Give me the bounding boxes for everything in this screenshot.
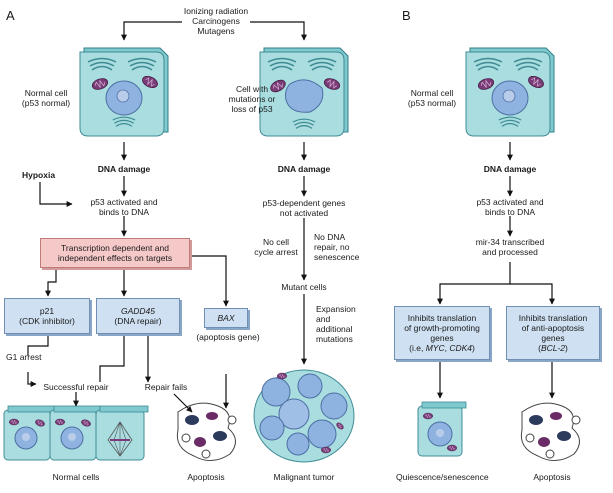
no-repair-label: No DNA repair, no senescence — [314, 232, 360, 263]
successful-repair-label: Successful repair — [43, 382, 109, 392]
quiescence-cell-illustration — [417, 401, 467, 457]
quiescence-label: Quiescence/senescence — [396, 472, 489, 482]
normal-cells-label: Normal cells — [52, 472, 100, 482]
apoptosis-label-b: Apoptosis — [533, 472, 571, 482]
transcription-effects-box: Transcription dependent and independent … — [40, 238, 190, 268]
mutant-cell-label: Cell with mutations or loss of p53 — [228, 84, 276, 115]
malignant-tumor-illustration — [253, 369, 355, 463]
p53-activated-label-b: p53 activated and binds to DNA — [476, 197, 544, 218]
mir34-label: mir-34 transcribed and processed — [475, 237, 545, 258]
repair-fails-label: Repair fails — [144, 382, 188, 392]
malignant-tumor-label: Malignant tumor — [273, 472, 335, 482]
dna-damage-label-a: DNA damage — [97, 164, 151, 174]
no-cycle-arrest-label: No cell cycle arrest — [254, 237, 298, 258]
panel-label-b: B — [402, 8, 411, 23]
normal-cell-illustration-b — [465, 47, 555, 137]
normal-cell-label-a: Normal cell (p53 normal) — [21, 88, 71, 109]
panel-label-a: A — [6, 8, 15, 23]
apoptosis-label-a: Apoptosis — [187, 472, 225, 482]
apoptosis-illustration-a — [176, 402, 237, 461]
normal-cell-label-b: Normal cell (p53 normal) — [407, 88, 457, 109]
apoptosis-illustration-b — [520, 402, 581, 461]
p53-not-activated-label: p53-dependent genes not activated — [262, 198, 346, 219]
connector-arrows — [27, 21, 555, 413]
expansion-label: Expansion and additional mutations — [316, 304, 356, 345]
bax-box: BAX — [204, 308, 248, 328]
normal-cells-illustration — [3, 405, 149, 461]
g1-arrest-label: G1 arrest — [6, 352, 42, 362]
normal-cell-illustration-a — [79, 47, 169, 137]
dna-damage-label-b: DNA damage — [483, 164, 537, 174]
bax-description-label: (apoptosis gene) — [196, 332, 260, 342]
p21-box: p21 (CDK inhibitor) — [4, 298, 90, 334]
p53-activated-label-a: p53 activated and binds to DNA — [90, 197, 158, 218]
dna-damage-label-a-right: DNA damage — [277, 164, 331, 174]
anti-apoptosis-box: Inhibits translation of anti-apoptosis g… — [506, 306, 600, 360]
top-causes-label: Ionizing radiation Carcinogens Mutagens — [183, 6, 249, 37]
mutant-cells-label: Mutant cells — [281, 282, 327, 292]
mutant-cell-illustration — [259, 47, 349, 137]
growth-promoting-box: Inhibits translation of growth-promoting… — [394, 306, 490, 360]
hypoxia-label: Hypoxia — [22, 170, 56, 180]
gadd45-box: GADD45 (DNA repair) — [96, 298, 180, 334]
